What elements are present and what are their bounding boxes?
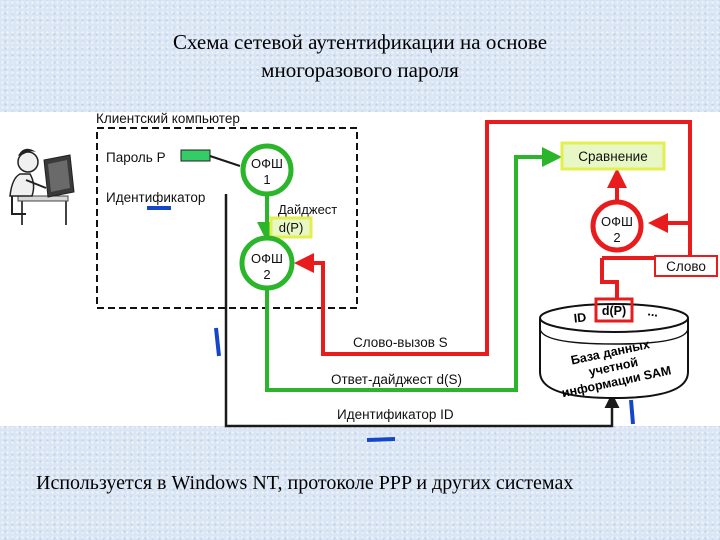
word-box (654, 255, 718, 277)
title-line-1: Схема сетевой аутентификации на основе (172, 30, 548, 54)
user-at-computer-icon (9, 148, 75, 225)
challenge-label: Слово-вызов S (353, 335, 448, 350)
hash2-client-number: 2 (263, 267, 270, 282)
client-computer-label: Клиентский компьютер (96, 111, 240, 126)
db-dp-box (594, 297, 634, 323)
hash1-number: 1 (263, 172, 270, 187)
digest-label: Дайджест (278, 202, 337, 217)
blue-marker-right (629, 399, 635, 425)
digest-value: d(P) (279, 220, 304, 235)
hash2-server-label: ОФШ (601, 214, 633, 229)
password-to-hash1-wire (209, 155, 241, 167)
hash1-node (240, 143, 294, 197)
sam-database (539, 303, 689, 400)
password-box (180, 149, 211, 162)
db-dp-to-hash2-red (600, 258, 619, 298)
comparison-label: Сравнение (578, 149, 647, 164)
response-green-wire (265, 147, 562, 392)
db-id-field: ID (573, 310, 587, 325)
response-label: Ответ-дайджест d(S) (331, 372, 462, 387)
slide-title: Схема сетевой аутентификации на основе м… (0, 28, 720, 84)
title-line-2: многоразового пароля (261, 58, 459, 82)
hash2-client-node (239, 235, 295, 291)
db-dp-field: d(P) (602, 304, 626, 318)
blue-marker-bottom (366, 437, 396, 442)
comparison-box (560, 141, 666, 171)
blue-marker-left (214, 327, 221, 357)
identifier-id-label: Идентификатор ID (337, 407, 454, 422)
hash2-client-label: ОФШ (251, 251, 283, 266)
word-label: Слово (666, 259, 706, 274)
identifier-label: Идентификатор (106, 190, 205, 205)
footer-note: Используется в Windows NT, протоколе PPP… (36, 472, 574, 494)
password-label: Пароль P (106, 150, 166, 165)
digest-box (269, 216, 313, 239)
hash2-server-number: 2 (613, 230, 620, 245)
identifier-black-wire (224, 194, 620, 428)
hash2-server-node (590, 199, 644, 253)
word-red-wire (294, 120, 692, 356)
db-dots: ... (647, 304, 659, 319)
hash1-label: ОФШ (251, 156, 283, 171)
